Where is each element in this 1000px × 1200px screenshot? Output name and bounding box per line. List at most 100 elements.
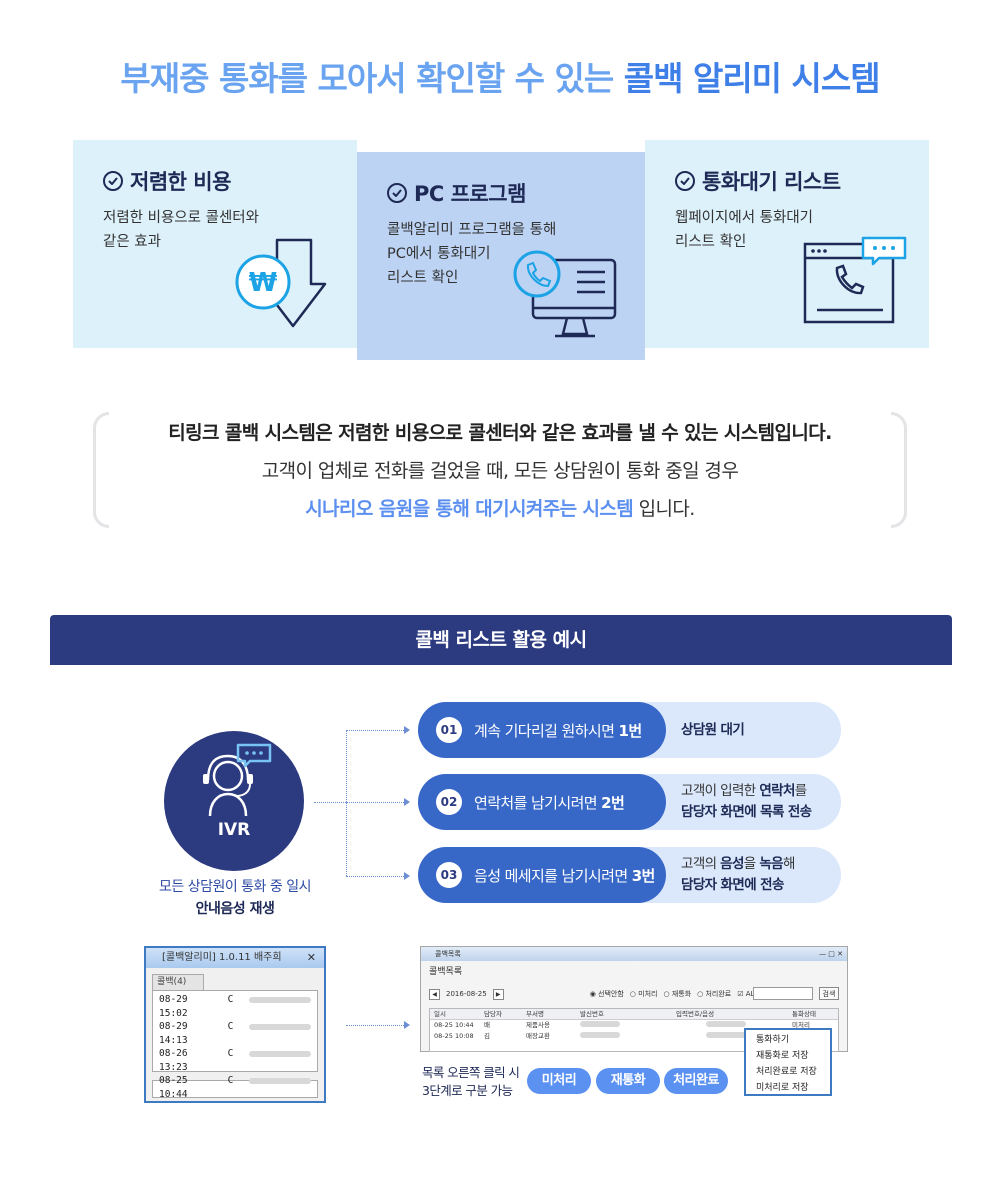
option-result-bold: 음성 <box>720 856 744 872</box>
intro-line3-rest: 입니다. <box>633 498 696 520</box>
note-line2: 3단계로 구분 가능 <box>422 1083 513 1098</box>
table-row[interactable]: 08-25 10:44 배 제품사용 미처리 <box>430 1020 838 1031</box>
option-2-result: 고객이 입력한 연락처를 담당자 화면에 목록 전송 <box>681 781 831 823</box>
tag-done: 처리완료 <box>664 1068 728 1094</box>
window-controls-icon[interactable]: — □ ✕ <box>819 950 843 958</box>
feature-desc: 콜백알리미 프로그램을 통해 PC에서 통화대기 리스트 확인 <box>387 222 557 286</box>
filter-label: 미처리 <box>638 990 658 998</box>
filter-radio[interactable]: ◉ 선택안함 <box>589 990 624 998</box>
list-item-time: 08-29 14:13 <box>159 1021 188 1046</box>
menu-item-save-done[interactable]: 처리완료로 저장 <box>756 1067 817 1077</box>
connector-line <box>346 1025 404 1026</box>
monitor-phone-icon <box>513 250 617 338</box>
webpage-phone-icon <box>803 236 907 324</box>
feature-card-list: 통화대기 리스트 웹페이지에서 통화대기 리스트 확인 <box>645 140 929 348</box>
column-header: 통화상태 <box>792 1010 816 1018</box>
filter-label: 재통화 <box>671 990 692 998</box>
tab-callback[interactable]: 콜백(4) <box>152 974 204 990</box>
filter-radio[interactable]: ○ 처리완료 <box>697 990 732 998</box>
list-item-time: 08-25 10:44 <box>159 1075 188 1100</box>
table-row[interactable]: 08-25 10:08 김 매장교환 <box>430 1031 838 1042</box>
all-checkbox[interactable]: ☑ ALL <box>737 990 758 998</box>
list-item-type: C <box>227 994 234 1005</box>
note-line1: 목록 오른쪽 클릭 시 <box>422 1065 520 1080</box>
window-input[interactable] <box>152 1080 318 1098</box>
column-header: 입력번호/음성 <box>676 1010 715 1018</box>
prev-date-button[interactable]: ◀ <box>429 988 440 1000</box>
blurred-number <box>249 1024 311 1030</box>
column-header: 일시 <box>434 1010 446 1018</box>
ivr-caption: 모든 상담원이 통화 중 일시 안내음성 재생 <box>140 876 330 920</box>
app-titlebar: 콜백목록 — □ ✕ <box>421 947 847 961</box>
cell-input <box>676 1031 792 1042</box>
option-result-bold: 연락처 <box>759 783 795 799</box>
filter-radio[interactable]: ○ 미처리 <box>629 990 658 998</box>
section-banner: 콜백 리스트 활용 예시 <box>50 615 952 665</box>
option-result-bold: 상담원 대기 <box>681 722 745 738</box>
option-3-result: 고객의 음성을 녹음해 담당자 화면에 전송 <box>681 854 831 896</box>
option-text: 연락처를 남기시려면 <box>474 793 602 812</box>
context-menu: 통화하기 재통화로 저장 처리완료로 저장 미처리로 저장 <box>744 1028 832 1096</box>
ivr-label: IVR <box>217 820 251 840</box>
check-icon <box>103 171 123 191</box>
window-titlebar: [콜백알리미] 1.0.11 배주희 ✕ <box>146 948 324 968</box>
close-icon[interactable]: ✕ <box>306 951 316 964</box>
connector-line <box>346 802 404 803</box>
feature-card-cost: 저렴한 비용 저렴한 비용으로 콜센터와 같은 효과 ₩ <box>73 140 357 348</box>
arrow-right-icon <box>404 798 410 806</box>
next-date-button[interactable]: ▶ <box>492 988 504 1000</box>
arrow-right-icon <box>404 726 410 734</box>
option-number: 03 <box>436 862 462 888</box>
option-result-text: 를 <box>794 783 807 799</box>
feature-card-pc: PC 프로그램 콜백알리미 프로그램을 통해 PC에서 통화대기 리스트 확인 <box>357 152 645 360</box>
option-result-text: 고객의 <box>681 856 721 872</box>
option-text: 음성 메세지를 남기시려면 <box>474 866 632 885</box>
option-result-text: 을 <box>743 856 760 872</box>
filter-label: 처리완료 <box>705 990 732 998</box>
ivr-caption-line2: 안내음성 재생 <box>195 901 275 917</box>
tag-recall: 재통화 <box>596 1068 660 1094</box>
feature-desc: 저렴한 비용으로 콜센터와 같은 효과 <box>103 210 259 250</box>
option-result-line2: 담당자 화면에 목록 전송 <box>681 804 812 820</box>
column-header: 담당자 <box>484 1010 502 1018</box>
blurred-number <box>580 1032 620 1038</box>
headline-part1: 부재중 통화를 모아서 확인할 수 있는 <box>120 59 614 98</box>
page-headline: 부재중 통화를 모아서 확인할 수 있는 콜백 알리미 시스템 <box>0 52 1000 100</box>
menu-item-call[interactable]: 통화하기 <box>756 1035 790 1045</box>
agent-headset-icon <box>203 743 272 817</box>
feature-title: 통화대기 리스트 <box>702 170 841 194</box>
option-result-line2: 담당자 화면에 전송 <box>681 877 784 893</box>
tag-pending: 미처리 <box>527 1068 591 1094</box>
bracket-right <box>891 412 907 528</box>
arrow-right-icon <box>404 872 410 880</box>
option-text: 계속 기다리길 원하시면 <box>474 721 619 740</box>
list-item[interactable]: 08-25 10:44 C <box>159 1074 311 1101</box>
svg-text:₩: ₩ <box>249 268 278 298</box>
all-label: ALL <box>746 990 759 998</box>
intro-highlight: 시나리오 음원을 통해 대기시켜주는 시스템 <box>305 498 634 520</box>
blurred-number <box>580 1021 620 1027</box>
feature-title: PC 프로그램 <box>414 182 526 206</box>
cell-time: 08-25 10:08 <box>434 1032 474 1040</box>
search-button[interactable]: 검색 <box>819 987 839 1000</box>
menu-item-save-pending[interactable]: 미처리로 저장 <box>756 1083 809 1093</box>
cell-dept: 제품사용 <box>526 1021 550 1029</box>
cell-time: 08-25 10:44 <box>434 1021 474 1029</box>
menu-item-save-recall[interactable]: 재통화로 저장 <box>756 1051 809 1061</box>
bracket-left <box>93 412 109 528</box>
intro-line2: 고객이 업체로 전화를 걸었을 때, 모든 상담원이 통화 중일 경우 <box>261 460 739 482</box>
filter-radio[interactable]: ○ 재통화 <box>663 990 692 998</box>
blurred-number <box>249 1078 311 1084</box>
blurred-number <box>706 1021 746 1027</box>
search-input[interactable] <box>753 987 813 1000</box>
cell-dept: 매장교환 <box>526 1032 550 1040</box>
table-header: 일시 담당자 부서명 발신번호 입력번호/음성 통화상태 <box>430 1009 838 1020</box>
option-result-text: 고객이 입력한 <box>681 783 760 799</box>
blurred-number <box>249 1051 311 1057</box>
list-item-type: C <box>227 1075 234 1086</box>
window-title: [콜백알리미] 1.0.11 배주희 <box>162 952 282 963</box>
